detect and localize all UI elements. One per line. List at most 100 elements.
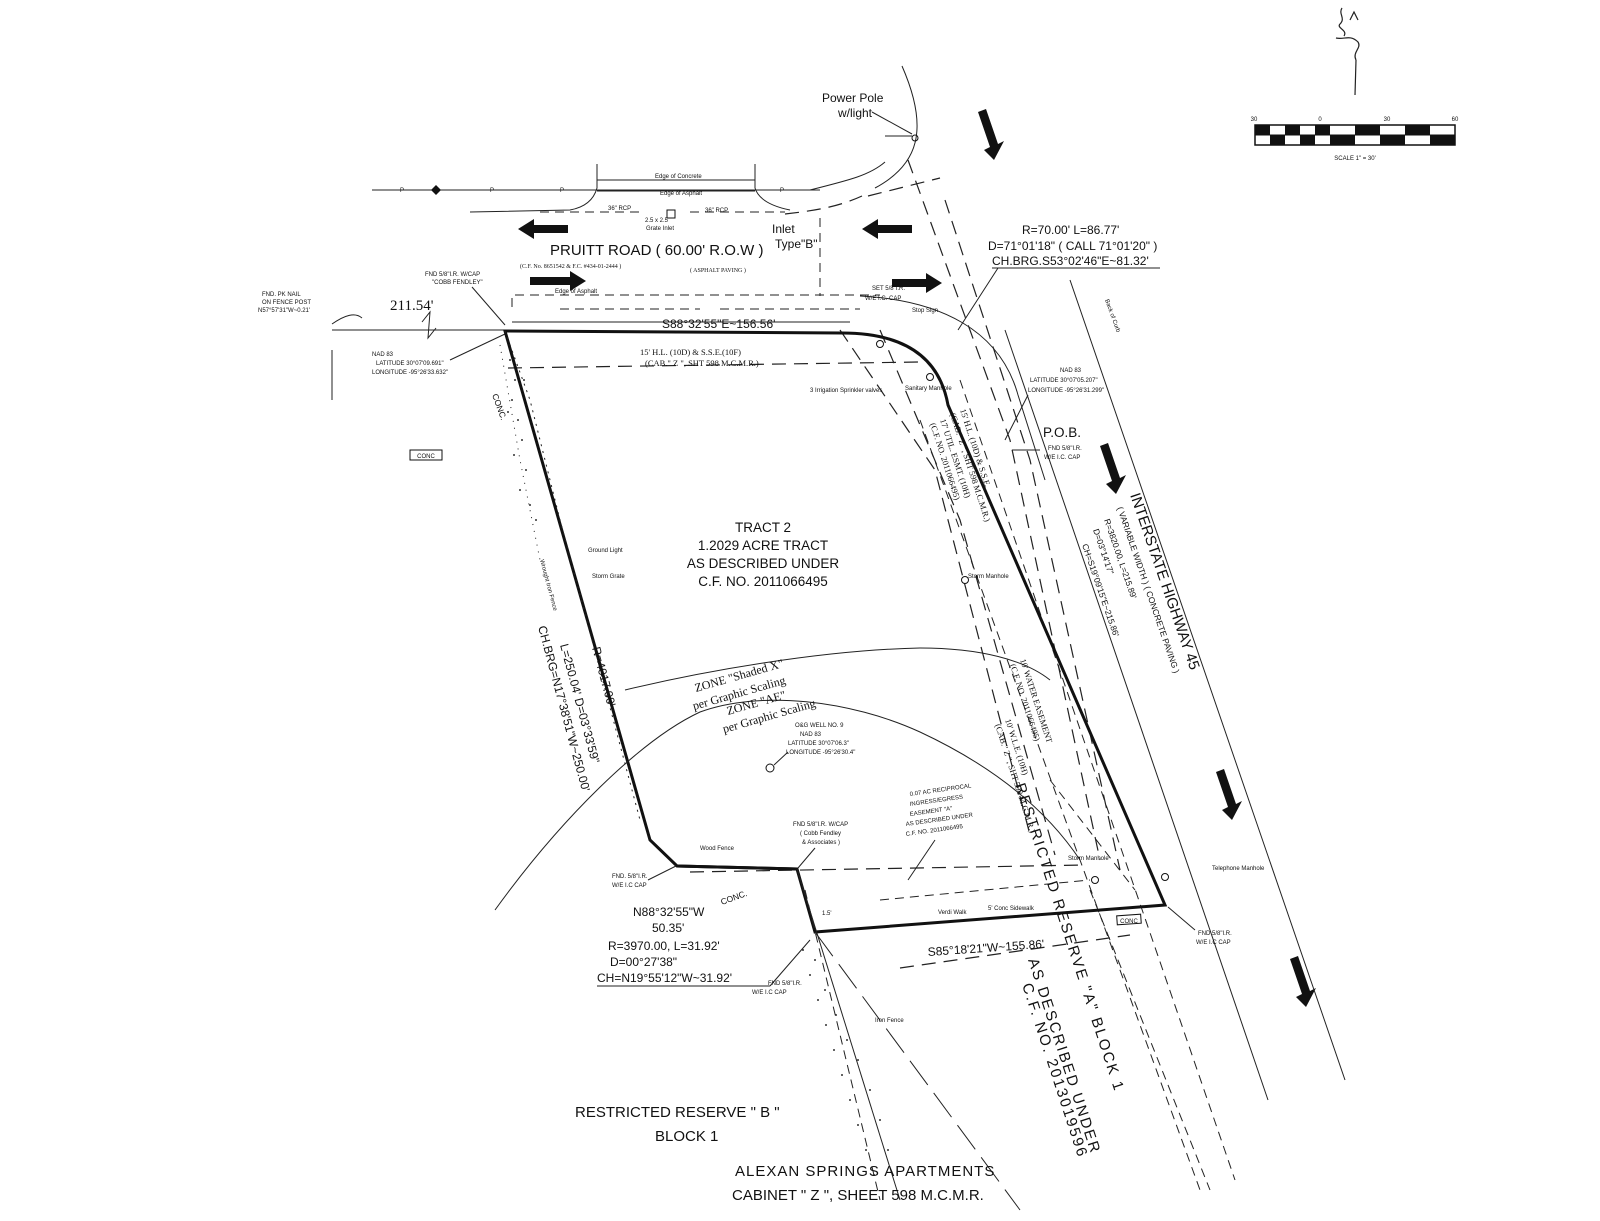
sw-curve-chord: CH=N19°55'12"W~31.92' — [597, 971, 732, 985]
scale-tick-label: 0 — [1318, 117, 1322, 123]
well-label: NAD 83 — [800, 732, 822, 738]
pruitt-road-label: PRUITT ROAD ( 60.00' R.O.W ) — [550, 242, 763, 259]
found-rod-label: & Associates ) — [802, 840, 840, 846]
inlet-label: Inlet — [772, 222, 795, 236]
storm-grate-label: Storm Grate — [592, 574, 625, 580]
storm-manhole-label: Storm Manhole — [968, 574, 1009, 580]
storm-manhole-label: Storm Manhole — [1068, 856, 1109, 862]
scale-caption: SCALE 1" = 30' — [1334, 156, 1375, 162]
pob-rod-label: FND 5/8"I.R. — [1048, 446, 1082, 452]
longitude-label: LONGITUDE -95°26'31.299" — [1028, 388, 1104, 394]
sanitary-manhole-label: Sanitary Manhole — [905, 386, 952, 392]
svg-text:P: P — [490, 188, 494, 194]
well-icon — [765, 763, 775, 773]
found-rod-label: FND 5/8"I.R. W/CAP — [425, 272, 480, 278]
scale-tick-label: 30 — [1384, 117, 1391, 123]
nad-label: NAD 83 — [1060, 368, 1082, 374]
concrete-label: CONC. — [719, 888, 748, 907]
irrigation-label: 3 Irrigation Sprinkler valves — [810, 388, 882, 394]
well-label: O&G WELL NO. 9 — [795, 723, 844, 729]
north-edge-lines — [511, 294, 1046, 481]
highway-row-lines — [919, 279, 1346, 1191]
edge-concrete-label: Edge of Concrete — [655, 174, 702, 180]
stop-sign-label: Stop Sign — [912, 308, 938, 314]
north-arrow-icon — [1335, 7, 1360, 96]
offset-label: 1.5' — [822, 911, 832, 917]
curve-delta: D=71°01'18" ( CALL 71°01'20" ) — [988, 239, 1157, 253]
concrete-hatch — [507, 359, 889, 1176]
walk-label: Verdi Walk — [938, 910, 967, 916]
svg-text:P: P — [400, 188, 404, 194]
subdivision-recording: CABINET " Z ", SHEET 598 M.C.M.R. — [732, 1187, 984, 1204]
west-fence — [499, 330, 641, 821]
found-rod-label: "COBB FENDLEY" — [432, 280, 483, 286]
set-iron-rod: SET 5/8"I.R. — [872, 286, 905, 292]
longitude-label: LONGITUDE -95°26'33.632" — [372, 370, 448, 376]
pk-nail-label: N57°57'31"W~0.21' — [258, 308, 310, 314]
manhole-icon — [876, 340, 1169, 884]
south-bearing: S85°18'21"W~155.86' — [927, 937, 1044, 959]
pk-nail-label: ON FENCE POST — [262, 300, 311, 306]
asphalt-paving-label: ( ASPHALT PAVING ) — [690, 267, 746, 274]
concrete-box-label: CONC — [417, 454, 435, 460]
scale-bar-icon — [1254, 124, 1456, 146]
curb-arc — [809, 65, 919, 191]
pk-nail-label: FND. PK NAIL — [262, 292, 301, 298]
concrete-label: CONC. — [490, 392, 509, 421]
fence-label: Wrought Iron Fence — [538, 559, 558, 612]
subdivision-name: ALEXAN SPRINGS APARTMENTS — [735, 1163, 995, 1180]
tract-acreage: 1.2029 ACRE TRACT — [698, 538, 828, 553]
latitude-label: LATITUDE 30°07'09.691" — [376, 361, 444, 367]
tract-cf-number: C.F. NO. 2011066495 — [698, 574, 828, 589]
wood-fence-label: Wood Fence — [700, 846, 735, 852]
scale-tick-label: 30 — [1251, 117, 1258, 123]
north-bearing: S88°32'55"E~156.56' — [662, 317, 775, 331]
rcp-label: 36" RCP — [705, 208, 728, 214]
easement-label: (CAB." Z ", SHT 598 M.C.M.R.) — [645, 358, 759, 368]
edge-asphalt-label: Edge of Asphalt — [660, 191, 702, 197]
restricted-reserve-b: RESTRICTED RESERVE " B " — [575, 1104, 780, 1121]
found-rod-label: W/E I.C CAP — [1196, 940, 1231, 946]
grate-inlet-label: 2.5 x 2.5 — [645, 218, 669, 224]
well-label: LATITUDE 30°07'06.3" — [788, 741, 849, 747]
found-rod-label: W/E I.C CAP — [752, 990, 787, 996]
ground-light-label: Ground Light — [588, 548, 623, 554]
tie-line — [331, 310, 505, 400]
nad-label: NAD 83 — [372, 352, 394, 358]
restricted-reserve-b-block: BLOCK 1 — [655, 1128, 718, 1145]
traffic-arrow-icon — [518, 109, 1316, 1007]
south-line-distance: 50.35' — [652, 921, 684, 935]
edge-asphalt-label: Edge of Asphalt — [555, 289, 597, 295]
found-rod-label: FND 5/8"I.R. — [1198, 931, 1232, 937]
south-line-bearing: N88°32'55"W — [633, 905, 705, 919]
easement-label: 15' H.L. (10D) & S.S.E.(10F) — [640, 347, 741, 357]
power-pole-label: w/light — [837, 106, 873, 120]
pob-rod-label: W/E I.C. CAP — [1044, 455, 1080, 461]
inlet-label: Type"B" — [775, 237, 818, 251]
sw-curve-radius: R=3970.00, L=31.92' — [608, 939, 720, 953]
easement-note: EASEMENT "A" — [909, 806, 952, 818]
set-iron-rod: W/E I.C. CAP — [865, 296, 901, 302]
pruitt-road-cf: (C.F. No. 8651542 & F.C. #434-01-2444 ) — [520, 263, 621, 270]
found-rod-label: FND 5/8"I.R. W/CAP — [793, 822, 848, 828]
flood-zone-lines — [494, 647, 1081, 911]
easement-note: 0.07 AC RECIPROCAL — [909, 783, 972, 798]
found-rod-label: FND 5/8"I.R. — [768, 981, 802, 987]
fence-label: Iron Fence — [875, 1018, 904, 1024]
sw-curve-delta: D=00°27'38" — [610, 955, 677, 969]
tie-distance: 211.54' — [390, 298, 434, 314]
well-label: LONGITUDE -95°26'30.4" — [786, 750, 855, 756]
power-pole-label: Power Pole — [822, 91, 884, 105]
sidewalk-label: 5' Conc Sidewalk — [988, 906, 1035, 912]
south-lines — [796, 868, 1021, 1211]
tract-described: AS DESCRIBED UNDER — [687, 556, 840, 571]
svg-text:P: P — [560, 188, 564, 194]
west-curve-radius: R=4017.00' — [589, 645, 618, 708]
point-of-beginning: P.O.B. — [1043, 425, 1081, 440]
grate-inlet-label: Grate Inlet — [646, 226, 674, 232]
back-of-curb-label: Back of Curb — [1103, 299, 1121, 334]
telephone-manhole-label: Telephone Manhole — [1212, 866, 1265, 872]
concrete-box-label: CONC — [1120, 919, 1138, 925]
tract-name: TRACT 2 — [735, 520, 791, 535]
